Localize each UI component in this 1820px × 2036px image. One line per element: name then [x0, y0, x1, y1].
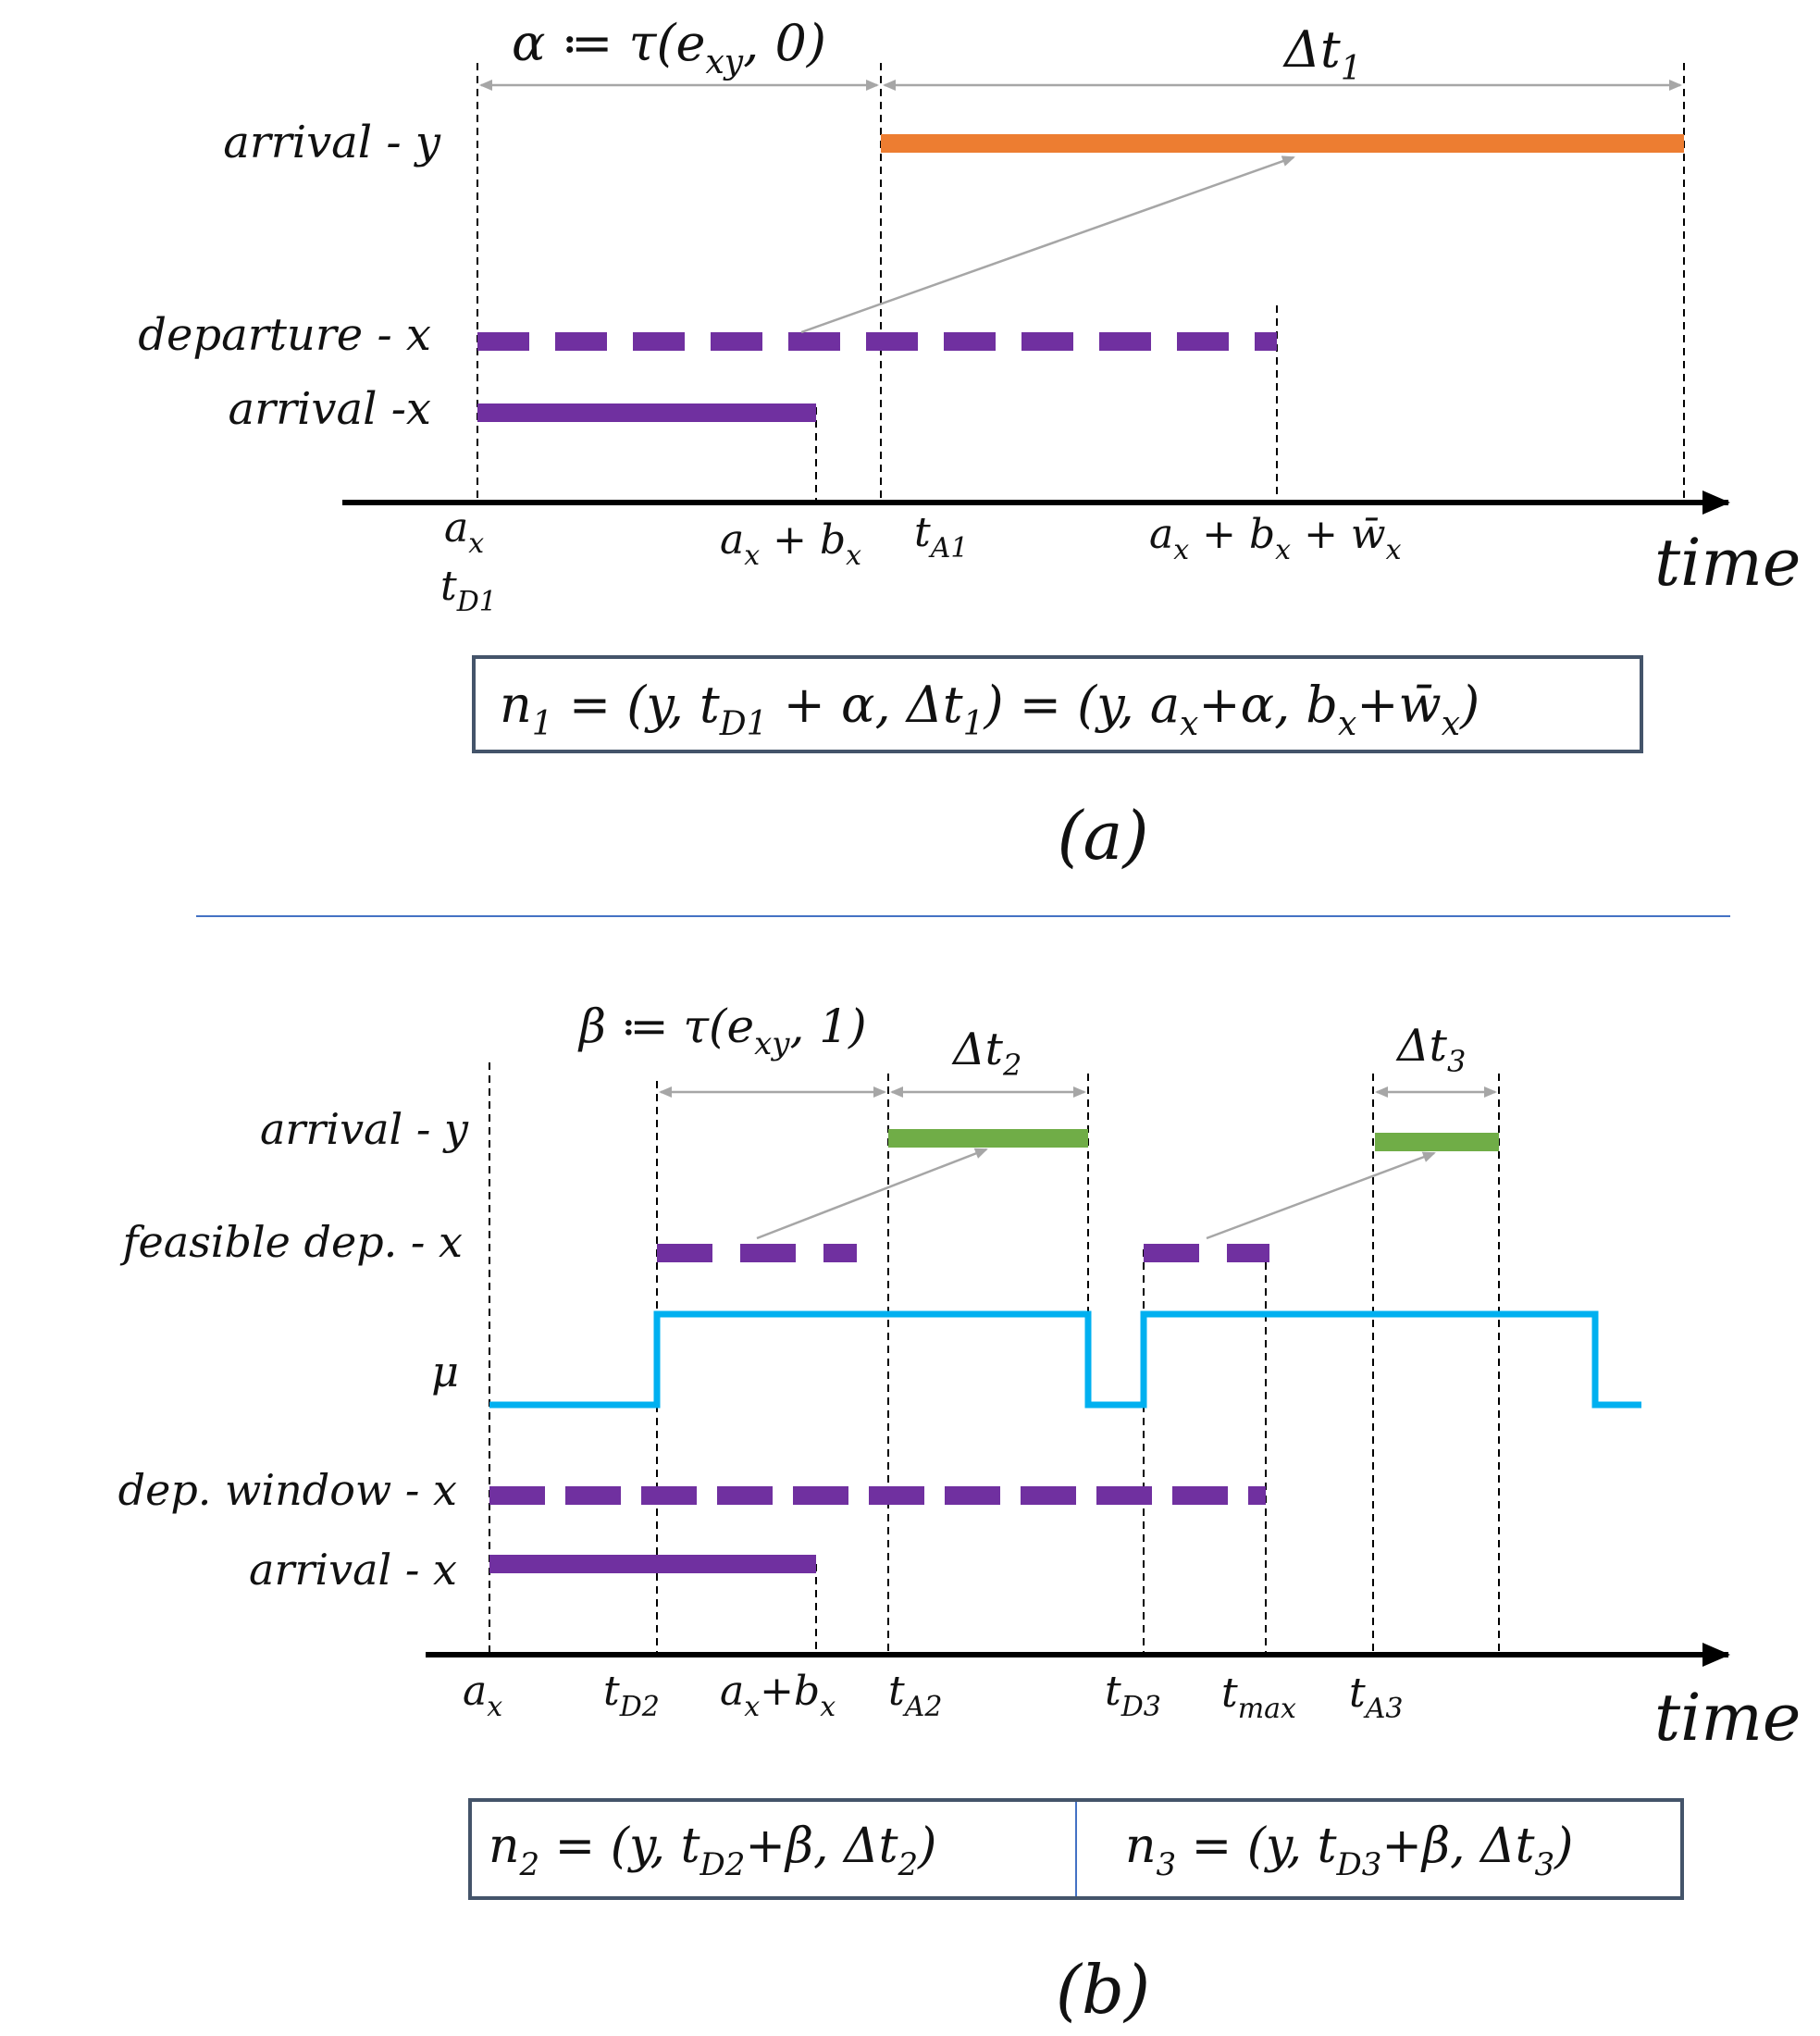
panel-a: α ≔ τ(exy, 0) Δt1 arrival - y departure …	[138, 14, 1801, 875]
formula-n1: n1 = (y, tD1 + α, Δt1) = (y, ax+α, bx+w̄…	[500, 676, 1480, 743]
row-label-arrival-x: arrival -x	[229, 383, 432, 435]
row-label-b-arrival-y: arrival - y	[260, 1104, 469, 1154]
row-label-b-arrival-x: arrival - x	[249, 1545, 457, 1595]
formula-n2: n2 = (y, tD2+β, Δt2)	[489, 1819, 936, 1883]
propagation-arrow	[800, 155, 1295, 334]
tick-b-axbx: ax+bx	[720, 1668, 836, 1723]
tick-ax: ax	[444, 504, 484, 560]
tick-window-end: ax + bx + w̄x	[1149, 511, 1402, 566]
delta-t1-label: Δt1	[1282, 20, 1362, 88]
delta-t3-label: Δt3	[1395, 1020, 1466, 1079]
delta-t2-label: Δt2	[951, 1024, 1021, 1083]
propagation-arrow-1	[756, 1148, 988, 1240]
tick-b-tD3: tD3	[1105, 1668, 1161, 1723]
caption-a: (a)	[1057, 797, 1148, 875]
panel-b: β ≔ τ(exy, 1) Δt2 Δt3 arrival - y feasib…	[118, 999, 1801, 2029]
row-label-departure-x: departure - x	[138, 309, 431, 361]
axis-label-time-b: time	[1654, 1680, 1801, 1756]
tick-b-ax: ax	[463, 1668, 502, 1723]
row-label-b-dep-window: dep. window - x	[118, 1465, 457, 1515]
tick-tA1: tA1	[914, 509, 968, 565]
propagation-arrow-2	[1206, 1151, 1436, 1240]
caption-b: (b)	[1056, 1951, 1150, 2029]
tick-b-tA3: tA3	[1349, 1670, 1403, 1725]
mu-step-function	[489, 1310, 1641, 1409]
formula-n3: n3 = (y, tD3+β, Δt3)	[1125, 1819, 1573, 1883]
row-label-b-feasible: feasible dep. - x	[120, 1217, 464, 1267]
tick-b-tD2: tD2	[603, 1668, 660, 1723]
tick-ax-plus-bx: ax + bx	[720, 516, 861, 572]
row-label-b-mu: μ	[431, 1347, 459, 1397]
beta-definition: β ≔ τ(exy, 1)	[577, 999, 867, 1062]
formula-box-a	[472, 655, 1643, 753]
tick-tD1: tD1	[440, 563, 497, 618]
row-label-arrival-y: arrival - y	[223, 117, 441, 168]
tick-b-tA2: tA2	[888, 1668, 942, 1723]
axis-label-time-a: time	[1654, 525, 1801, 601]
alpha-definition: α ≔ τ(exy, 0)	[512, 14, 826, 81]
tick-b-tmax: tmax	[1221, 1670, 1296, 1725]
